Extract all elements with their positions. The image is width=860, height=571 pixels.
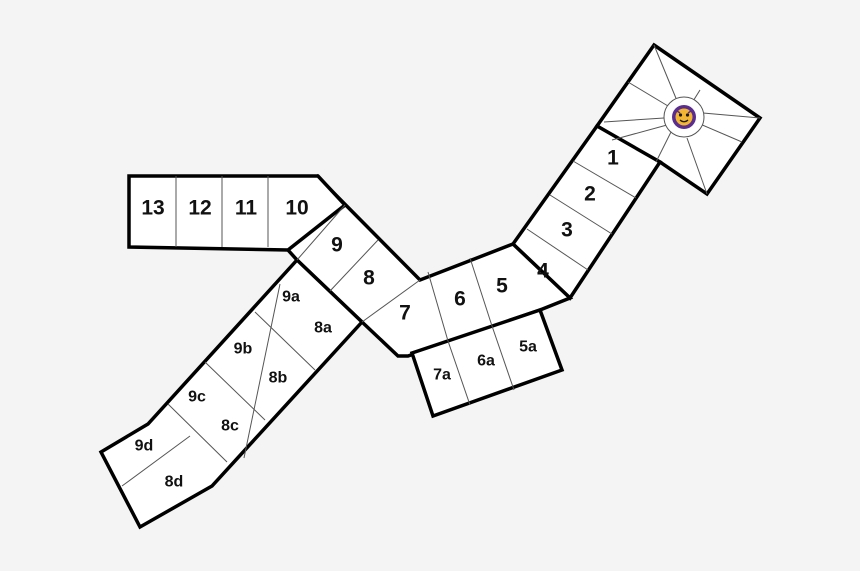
unit-1-label: 1 [607, 147, 619, 170]
unit-6a-label: 6a [477, 353, 495, 370]
unit-6-label: 6 [454, 288, 466, 311]
unit-8c-label: 8c [221, 418, 239, 435]
unit-8b-label: 8b [269, 370, 288, 387]
unit-9c-label: 9c [188, 389, 206, 406]
unit-13-label: 13 [141, 197, 164, 220]
right-arm-dividers [526, 160, 637, 271]
unit-2-label: 2 [584, 183, 596, 206]
top-row-dividers [175, 176, 269, 247]
unit-8a-label: 8a [314, 320, 332, 337]
unit-3-label: 3 [561, 219, 573, 242]
unit-7a-label: 7a [433, 367, 451, 384]
unit-12-label: 12 [188, 197, 211, 220]
tiger-emblem-icon [672, 105, 696, 129]
unit-5-label: 5 [496, 275, 508, 298]
annex-dividers [447, 325, 515, 406]
left-wing-dividers [121, 283, 316, 487]
center-block-dividers [296, 204, 493, 342]
unit-5a-label: 5a [519, 339, 537, 356]
unit-8-label: 8 [363, 267, 375, 290]
lower-left-wing-units-8a-9d [98, 257, 365, 530]
rotunda-dividers [603, 44, 761, 195]
unit-9d-label: 9d [135, 438, 154, 455]
unit-4-label: 4 [537, 260, 549, 283]
unit-7-label: 7 [399, 302, 411, 325]
unit-10-label: 10 [285, 197, 308, 220]
lower-annex-units-5a-7a [409, 307, 565, 419]
unit-labels: 1 2 3 4 5 6 7 8 9 10 11 12 13 5a 6a 7a 9… [135, 147, 619, 491]
unit-11-label: 11 [235, 197, 258, 220]
unit-9-label: 9 [331, 234, 343, 257]
unit-9b-label: 9b [234, 341, 253, 358]
top-row-units-10-13 [127, 174, 348, 252]
unit-9a-label: 9a [282, 289, 300, 306]
unit-8d-label: 8d [165, 474, 184, 491]
